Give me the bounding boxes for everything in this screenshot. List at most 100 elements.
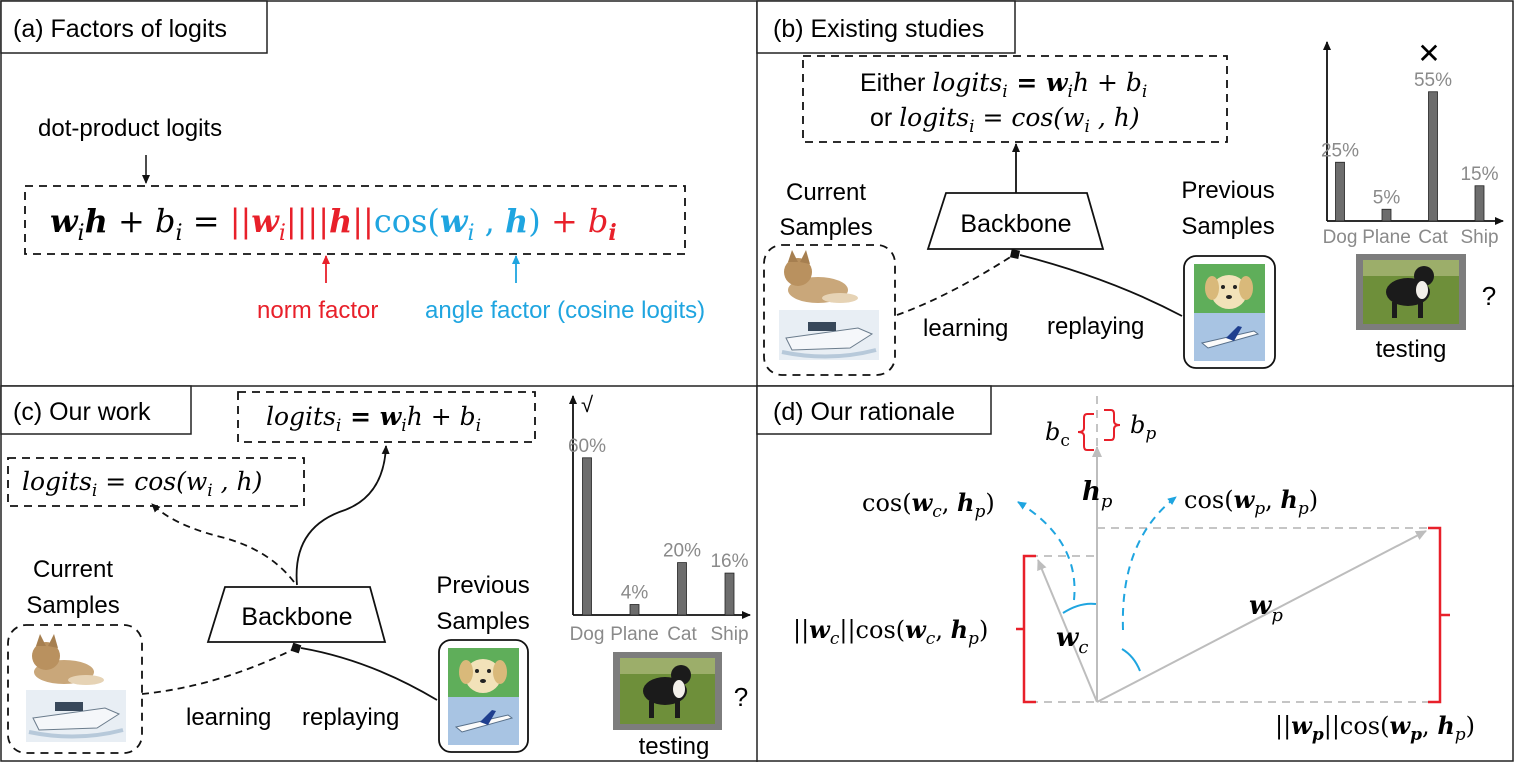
current-samples-box-c — [7, 624, 143, 754]
guide-lines — [1030, 396, 1438, 703]
panel-d-title: (d) Our rationale — [773, 398, 955, 426]
norm-factor-label: norm factor — [257, 297, 378, 324]
bar-b-plane — [1381, 208, 1392, 222]
dog-image-c — [448, 648, 519, 697]
logit-formula: wih + bi = ||wi||||h||cos(wi , h) + bi — [50, 202, 617, 246]
panel-d: (d) Our rationale bc bp — [756, 385, 1475, 745]
panel-a-title-box — [0, 0, 268, 54]
panel-b-title: (b) Existing studies — [773, 15, 984, 43]
replaying-arrow-b — [1019, 254, 1183, 317]
replaying-label-b: replaying — [1047, 313, 1144, 340]
hp-label: hp — [1082, 477, 1113, 512]
bar-label-b-ship: 15% — [1460, 164, 1498, 185]
current-samples-box-b — [763, 244, 896, 376]
panel-c: (c) Our work logitsi = wih + bi logitsi … — [0, 385, 751, 760]
dot-logits-box — [237, 391, 536, 443]
current-label-b-2: Samples — [779, 214, 872, 241]
backbone-b — [926, 192, 1105, 250]
panel-a-title: (a) Factors of logits — [13, 15, 227, 43]
either-or-box — [802, 55, 1228, 143]
angle-arc-c — [1062, 602, 1097, 614]
previous-label-b-1: Previous — [1181, 177, 1274, 204]
bar-c-ship — [724, 572, 735, 616]
plane-image-b — [1194, 313, 1265, 361]
dot-logits-formula: logitsi = wih + bi — [266, 402, 481, 436]
backbone-to-cos-arrow — [151, 503, 295, 583]
bar-c-plane — [629, 604, 640, 616]
bar-label-c-dog: 60% — [568, 436, 606, 457]
learning-arrow-b — [896, 248, 1021, 316]
cos-p-arrow — [1121, 496, 1177, 631]
previous-samples-box-c — [438, 639, 529, 753]
test-dog-image-b — [1363, 260, 1459, 324]
or-line: or logitsi = cos(wi , h) — [870, 103, 1140, 137]
category-label-c-dog: Dog — [570, 624, 605, 645]
category-label-c-plane: Plane — [610, 624, 659, 645]
question-mark-c: ? — [734, 682, 748, 712]
bar-label-b-cat: 55% — [1414, 70, 1452, 91]
norm-c-label: ||wc||cos(wc, hp) — [793, 615, 988, 649]
bar-label-c-cat: 20% — [663, 541, 701, 562]
current-label-b-1: Current — [786, 179, 866, 206]
previous-label-b-2: Samples — [1181, 213, 1274, 240]
bar-label-c-plane: 4% — [621, 583, 649, 604]
panel-c-title: (c) Our work — [13, 398, 151, 426]
replaying-arrow-c — [300, 647, 438, 701]
norm-c-bracket — [1022, 554, 1036, 704]
cat-image-c — [32, 634, 104, 685]
angle-factor-label: angle factor (cosine logits) — [425, 297, 705, 324]
bar-b-ship — [1474, 185, 1485, 222]
panel-b: (b) Existing studies Either logitsi = wi… — [756, 0, 1504, 376]
panel-a: (a) Factors of logits dot-product logits… — [0, 0, 705, 324]
replaying-label-c: replaying — [302, 704, 399, 731]
bar-b-cat — [1428, 91, 1438, 222]
testing-label-c: testing — [639, 733, 710, 760]
backbone-c — [206, 586, 387, 643]
bar-c-cat — [677, 562, 687, 616]
backbone-b-label: Backbone — [960, 210, 1071, 238]
question-mark-b: ? — [1482, 281, 1496, 311]
test-dog-image-c — [620, 658, 715, 724]
cos-p-label: cos(wp, hp) — [1184, 485, 1318, 519]
angle-arc-p — [1121, 648, 1141, 672]
cos-c-arrow — [1017, 501, 1076, 601]
bar-label-b-dog: 25% — [1321, 140, 1359, 161]
either-line: Either logitsi = wih + bi — [860, 68, 1147, 102]
bp-brace — [1104, 409, 1121, 441]
boat-image-c — [26, 690, 126, 742]
dot-product-label: dot-product logits — [38, 115, 222, 142]
previous-samples-box-b — [1183, 255, 1276, 369]
current-label-c-1: Current — [33, 556, 113, 583]
norm-p-label: ||wp||cos(wp, hp) — [1275, 711, 1475, 745]
learning-label-b: learning — [923, 315, 1008, 342]
wp-vector — [1096, 530, 1427, 703]
backbone-to-dot-arrow — [295, 445, 390, 586]
current-label-c-2: Samples — [26, 592, 119, 619]
bp-label: bp — [1130, 411, 1156, 444]
panel-d-title-box — [756, 385, 992, 435]
formula-box — [24, 185, 686, 255]
testing-label-b: testing — [1376, 336, 1447, 363]
norm-p-bracket — [1428, 526, 1442, 704]
previous-label-c-1: Previous — [436, 572, 529, 599]
plane-image-c — [448, 697, 519, 745]
bar-c-dog — [582, 457, 592, 616]
category-label-b-ship: Ship — [1460, 227, 1498, 248]
chart-b-cross-mark: ✕ — [1417, 38, 1440, 69]
boat-image-b — [779, 310, 879, 360]
category-label-b-plane: Plane — [1362, 227, 1411, 248]
wc-label: wc — [1056, 623, 1088, 658]
dog-image-b — [1194, 264, 1265, 313]
bar-b-dog — [1335, 161, 1345, 222]
cos-c-label: cos(wc, hp) — [862, 488, 995, 522]
learning-label-c: learning — [186, 704, 271, 731]
category-label-c-cat: Cat — [667, 624, 697, 645]
bc-brace — [1077, 413, 1094, 451]
learning-arrow-c — [141, 642, 302, 695]
previous-label-c-2: Samples — [436, 608, 529, 635]
cosine-logits-formula: logitsi = cos(wi , h) — [22, 467, 262, 501]
category-label-b-dog: Dog — [1323, 227, 1358, 248]
